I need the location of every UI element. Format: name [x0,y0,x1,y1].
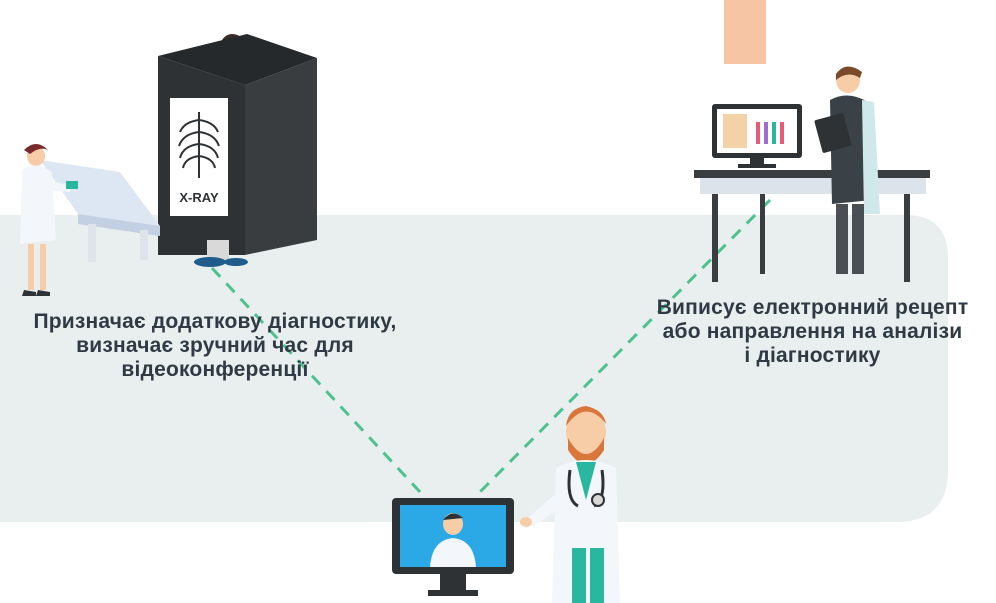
caption-left-line1: Призначає додаткову діагностику, [33,310,397,333]
doctor-icon [520,406,620,603]
dashed-line-right [478,198,772,494]
dashed-line-left [210,266,422,494]
xray-label: X-RAY [179,190,219,205]
lab-desk-icon [694,66,930,282]
caption-right-line1: Виписує електронний рецепт [656,296,969,319]
caption-right-line3: і діагностику [744,344,881,367]
caption-left-line2: визначає зручний час для [76,334,354,357]
caption-right-line2: або направлення на аналізи [662,320,963,343]
xray-booth-icon [158,34,317,267]
background-panel [0,215,948,522]
monitor-icon [392,498,514,596]
connection-lines [210,198,772,494]
nurse-icon [20,144,160,296]
caption-left-line3: відеоконференції [121,358,309,381]
accent-block [724,0,766,64]
caption-right: Виписує електронний рецепт або направлен… [625,296,996,368]
caption-left: Призначає додаткову діагностику, визнача… [5,310,425,382]
